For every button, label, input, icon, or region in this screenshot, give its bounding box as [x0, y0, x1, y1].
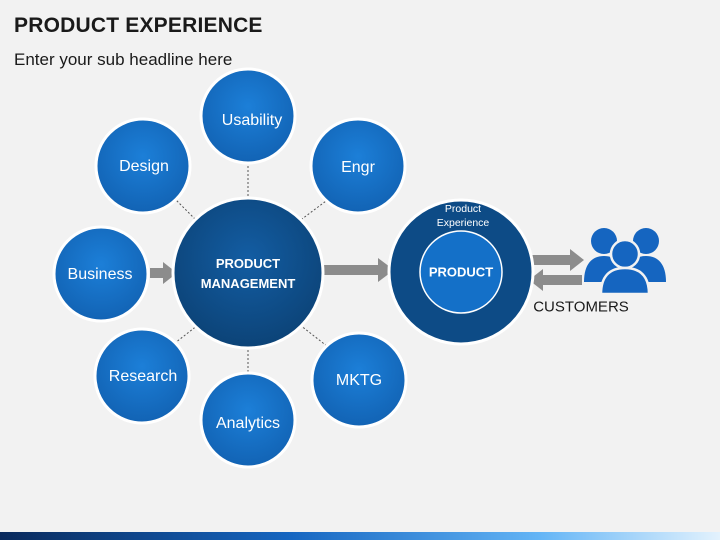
product-experience-line2: Experience — [436, 217, 490, 229]
connector-design — [175, 199, 199, 223]
page-subtitle: Enter your sub headline here — [14, 50, 233, 69]
connector-research — [174, 324, 199, 344]
satellite-mktg-circle — [310, 331, 408, 429]
customers-to-product-arrow — [529, 269, 582, 291]
product-experience-line1: Product — [444, 203, 482, 215]
satellite-usability-label: Usability — [221, 112, 283, 129]
satellite-analytics-label: Analytics — [215, 415, 281, 432]
customers-icon — [584, 228, 666, 296]
satellite-engr-circle — [309, 117, 407, 215]
satellite-design-label: Design — [119, 158, 169, 175]
satellite-engr-label: Engr — [341, 159, 375, 176]
connector-engr — [297, 197, 331, 223]
satellite-mktg-label: MKTG — [335, 372, 383, 389]
satellite-research-label: Research — [108, 368, 178, 385]
satellite-circles — [52, 67, 408, 469]
center-label: PRODUCT MANAGEMENT — [201, 254, 296, 294]
bottom-gradient-bar — [0, 532, 720, 540]
satellite-design-circle — [94, 117, 192, 215]
product-label: PRODUCT — [428, 264, 494, 280]
satellite-research-circle — [93, 327, 191, 425]
customers-label: CUSTOMERS — [533, 298, 629, 316]
product-inner-circle — [419, 230, 503, 314]
page-title: PRODUCT EXPERIENCE — [14, 14, 263, 37]
product-to-customers-arrow — [531, 249, 584, 271]
satellite-usability-circle — [199, 67, 297, 165]
product-experience-label: Product Experience — [437, 202, 490, 230]
satellite-business-label: Business — [67, 266, 133, 283]
center-to-product-arrow — [323, 258, 394, 282]
center-circle — [171, 196, 325, 350]
satellite-analytics-circle — [199, 371, 297, 469]
business-to-center-arrow — [150, 262, 177, 284]
center-label-line1: PRODUCT — [215, 256, 281, 271]
satellite-business-circle — [52, 225, 150, 323]
center-label-line2: MANAGEMENT — [200, 276, 296, 291]
